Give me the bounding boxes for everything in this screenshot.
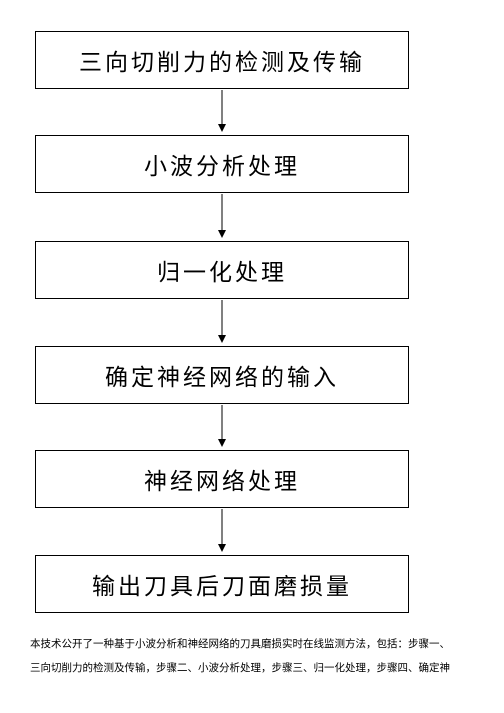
step-label-network-input: 确定神经网络的输入 bbox=[105, 365, 339, 391]
abstract-line-1: 本技术公开了一种基于小波分析和神经网络的刀具磨损实时在线监测方法，包括：步骤一、 bbox=[30, 638, 450, 650]
step-box-wear-output: 输出刀具后刀面磨损量 bbox=[35, 555, 409, 613]
step-box-force-detection: 三向切削力的检测及传输 bbox=[35, 31, 409, 89]
abstract-text: 本技术公开了一种基于小波分析和神经网络的刀具磨损实时在线监测方法，包括：步骤一、… bbox=[30, 632, 482, 680]
step-label-network-processing: 神经网络处理 bbox=[144, 469, 300, 495]
step-box-wavelet-analysis: 小波分析处理 bbox=[35, 135, 409, 193]
step-box-normalization: 归一化处理 bbox=[35, 241, 409, 299]
abstract-line-2: 三向切削力的检测及传输，步骤二、小波分析处理，步骤三、归一化处理，步骤四、确定神 bbox=[30, 662, 450, 674]
step-box-network-input: 确定神经网络的输入 bbox=[35, 346, 409, 404]
step-label-wear-output: 输出刀具后刀面磨损量 bbox=[92, 574, 352, 600]
step-label-normalization: 归一化处理 bbox=[157, 260, 287, 286]
step-label-wavelet-analysis: 小波分析处理 bbox=[144, 154, 300, 180]
step-box-network-processing: 神经网络处理 bbox=[35, 450, 409, 508]
step-label-force-detection: 三向切削力的检测及传输 bbox=[79, 50, 365, 76]
